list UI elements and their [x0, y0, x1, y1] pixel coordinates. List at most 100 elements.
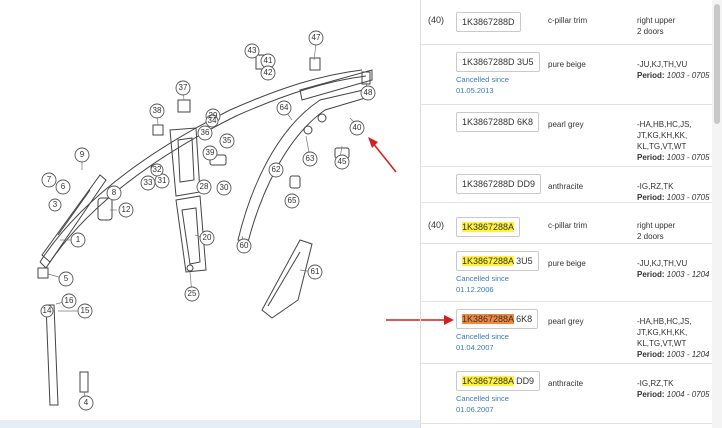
part-number[interactable]: 1K3867288D — [462, 179, 515, 189]
callout-48[interactable]: 48 — [364, 88, 373, 97]
cancelled-label[interactable]: Cancelled since — [456, 75, 509, 84]
part-number[interactable]: 1K3867288D — [462, 17, 515, 27]
period-value: 1003 - 1204 — [666, 350, 710, 359]
callout-8[interactable]: 8 — [112, 188, 117, 197]
cancelled-date[interactable]: 01.05.2013 — [456, 86, 494, 95]
part-number-box[interactable]: 1K3867288A 6K8 — [456, 309, 539, 329]
callout-37[interactable]: 37 — [179, 83, 188, 92]
part-number-box[interactable]: 1K3867288D DD9 — [456, 174, 542, 194]
cancelled-label[interactable]: Cancelled since — [456, 332, 509, 341]
period-line: Period: 1003 - 1204 — [637, 269, 722, 280]
callout-36[interactable]: 36 — [201, 128, 210, 137]
position-number: (40) — [428, 15, 445, 25]
note-line: right upper — [637, 16, 676, 25]
callout-7[interactable]: 7 — [47, 175, 52, 184]
callout-25[interactable]: 25 — [188, 289, 197, 298]
part-number[interactable]: 1K3867288D — [462, 57, 515, 67]
callout-5[interactable]: 5 — [64, 274, 69, 283]
callout-64[interactable]: 64 — [280, 103, 289, 112]
part-number-box[interactable]: 1K3867288A 3U5 — [456, 251, 539, 271]
period-value: 1004 - 0705 — [666, 390, 710, 399]
callout-45[interactable]: 45 — [338, 157, 347, 166]
pointer-arrow-diagram — [371, 141, 397, 173]
note-line: KL,TG,VT,WT — [637, 142, 687, 151]
part-number[interactable]: 1K3867288A — [462, 376, 514, 386]
note-line: -JU,KJ,TH,VU — [637, 60, 688, 69]
cancelled-since-link[interactable]: Cancelled since 01.06.2007 — [456, 393, 509, 415]
callout-9[interactable]: 9 — [80, 150, 85, 159]
color-code: 6K8 — [514, 117, 534, 127]
period-label: Period: — [637, 71, 665, 80]
part-number-box[interactable]: 1K3867288A DD9 — [456, 371, 541, 391]
color-code: 3U5 — [513, 256, 533, 266]
callout-47[interactable]: 47 — [312, 33, 321, 42]
cancelled-date[interactable]: 01.04.2007 — [456, 343, 494, 352]
cancelled-since-link[interactable]: Cancelled since 01.05.2013 — [456, 74, 509, 96]
callout-33[interactable]: 33 — [144, 178, 153, 187]
callout-35[interactable]: 35 — [223, 136, 232, 145]
callout-63[interactable]: 63 — [306, 154, 315, 163]
part-description: c-pillar trim — [548, 16, 588, 25]
callout-60[interactable]: 60 — [240, 241, 249, 250]
callout-4[interactable]: 4 — [84, 398, 89, 407]
callout-16[interactable]: 16 — [65, 296, 74, 305]
part-number-box[interactable]: 1K3867288D 6K8 — [456, 112, 540, 132]
callout-15[interactable]: 15 — [81, 306, 90, 315]
note-line: -JU,KJ,TH,VU — [637, 259, 688, 268]
callout-62[interactable]: 62 — [272, 165, 281, 174]
part-description: pure beige — [548, 60, 586, 69]
part-number[interactable]: 1K3867288D — [462, 117, 515, 127]
note-line: -IG,RZ,TK — [637, 182, 674, 191]
period-label: Period: — [637, 350, 665, 359]
callout-28[interactable]: 28 — [200, 182, 209, 191]
part-description: pure beige — [548, 259, 586, 268]
callout-3[interactable]: 3 — [53, 200, 58, 209]
callout-31[interactable]: 31 — [158, 176, 167, 185]
period-line: Period: 1003 - 0705 — [637, 152, 722, 163]
cancelled-label[interactable]: Cancelled since — [456, 394, 509, 403]
callout-20[interactable]: 20 — [203, 233, 212, 242]
part-number-box[interactable]: 1K3867288D — [456, 12, 521, 32]
cancelled-label[interactable]: Cancelled since — [456, 274, 509, 283]
cancelled-date[interactable]: 01.12.2006 — [456, 285, 494, 294]
callout-32[interactable]: 32 — [153, 165, 162, 174]
color-code: 3U5 — [514, 57, 534, 67]
cancelled-since-link[interactable]: Cancelled since 01.12.2006 — [456, 273, 509, 295]
callout-34[interactable]: 34 — [208, 116, 217, 125]
callout-43[interactable]: 43 — [248, 46, 257, 55]
part-number[interactable]: 1K3867288A — [462, 314, 514, 324]
part-number[interactable]: 1K3867288A — [462, 222, 515, 232]
part-number-box[interactable]: 1K3867288A — [456, 217, 521, 237]
callout-30[interactable]: 30 — [220, 183, 229, 192]
note-line: 2 doors — [637, 27, 664, 36]
callout-41[interactable]: 41 — [264, 56, 273, 65]
callout-65[interactable]: 65 — [288, 196, 297, 205]
callout-14[interactable]: 14 — [43, 306, 52, 315]
callout-1[interactable]: 1 — [76, 235, 81, 244]
callout-61[interactable]: 61 — [311, 267, 320, 276]
callout-12[interactable]: 12 — [122, 205, 131, 214]
diagram-footer-bar — [0, 420, 420, 428]
cancelled-since-link[interactable]: Cancelled since 01.04.2007 — [456, 331, 509, 353]
part-number-box[interactable]: 1K3867288D 3U5 — [456, 52, 540, 72]
cancelled-date[interactable]: 01.06.2007 — [456, 405, 494, 414]
callout-6[interactable]: 6 — [61, 182, 66, 191]
scrollbar-track[interactable] — [712, 0, 722, 428]
callout-29[interactable]: 29 — [209, 111, 218, 120]
callout-38[interactable]: 38 — [153, 106, 162, 115]
callout-40[interactable]: 40 — [353, 123, 362, 132]
scrollbar-thumb[interactable] — [714, 4, 720, 124]
period-value: 1003 - 0705 — [666, 153, 710, 162]
callout-42[interactable]: 42 — [264, 68, 273, 77]
note-line: right upper — [637, 221, 676, 230]
callout-39[interactable]: 39 — [206, 148, 215, 157]
period-line: Period: 1003 - 0705 — [637, 70, 722, 81]
part-number[interactable]: 1K3867288A — [462, 256, 514, 266]
